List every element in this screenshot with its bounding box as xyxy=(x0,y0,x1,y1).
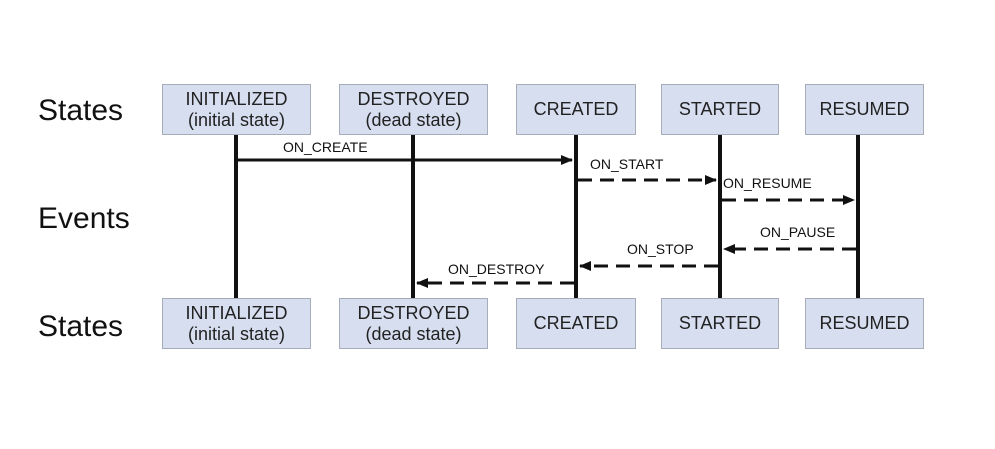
event-label-on-create: ON_CREATE xyxy=(283,139,368,155)
event-label-on-destroy: ON_DESTROY xyxy=(448,261,545,277)
event-label-on-stop: ON_STOP xyxy=(627,241,694,257)
row-label-states-top: States xyxy=(38,94,124,127)
state-name: CREATED xyxy=(533,99,619,119)
state-name: CREATED xyxy=(533,313,619,333)
event-label-on-pause: ON_PAUSE xyxy=(760,224,836,240)
state-name: INITIALIZED xyxy=(185,302,288,323)
state-box-initialized-top: INITIALIZED (initial state) xyxy=(162,84,311,135)
state-box-destroyed-bottom: DESTROYED (dead state) xyxy=(339,298,488,349)
state-description: (dead state) xyxy=(365,109,462,130)
state-box-destroyed-top: DESTROYED (dead state) xyxy=(339,84,488,135)
state-name: RESUMED xyxy=(819,313,910,333)
state-box-resumed-top: RESUMED xyxy=(805,84,924,135)
row-label-states-bottom: States xyxy=(38,310,124,343)
state-box-started-bottom: STARTED xyxy=(661,298,779,349)
state-box-started-top: STARTED xyxy=(661,84,779,135)
state-name: DESTROYED xyxy=(357,302,470,323)
event-label-on-start: ON_START xyxy=(590,156,664,172)
state-name: RESUMED xyxy=(819,99,910,119)
state-description: (initial state) xyxy=(187,323,286,344)
state-box-created-bottom: CREATED xyxy=(516,298,636,349)
event-label-on-resume: ON_RESUME xyxy=(723,175,812,191)
state-box-initialized-bottom: INITIALIZED (initial state) xyxy=(162,298,311,349)
state-name: STARTED xyxy=(678,313,762,333)
state-box-created-top: CREATED xyxy=(516,84,636,135)
state-name: INITIALIZED xyxy=(185,88,288,109)
state-box-resumed-bottom: RESUMED xyxy=(805,298,924,349)
state-name: DESTROYED xyxy=(357,88,470,109)
state-description: (dead state) xyxy=(365,323,462,344)
row-label-events: Events xyxy=(38,202,130,235)
state-name: STARTED xyxy=(678,99,762,119)
state-description: (initial state) xyxy=(187,109,286,130)
